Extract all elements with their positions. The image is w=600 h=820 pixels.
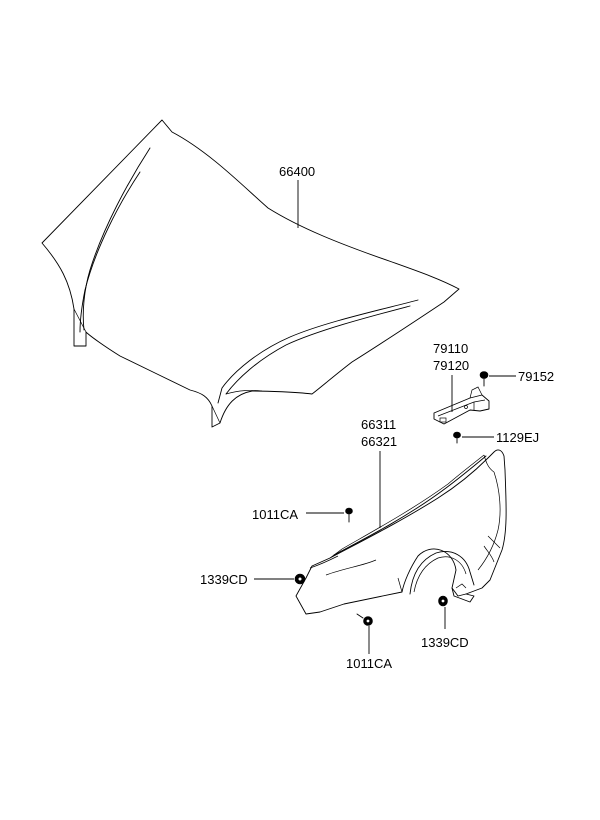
bolt-1011CA-lower[interactable]: [356, 613, 373, 626]
hood-hinge[interactable]: [433, 386, 490, 425]
nut-1339CD-rear[interactable]: [438, 595, 448, 607]
label-1339CD-front[interactable]: 1339CD: [200, 572, 248, 587]
label-79110[interactable]: 79110: [433, 341, 468, 356]
hinge-screw-1129EJ[interactable]: [453, 431, 461, 444]
label-79120[interactable]: 79120: [433, 358, 469, 373]
hood-panel[interactable]: [41, 119, 460, 428]
label-66321[interactable]: 66321: [361, 434, 397, 449]
label-79152[interactable]: 79152: [518, 369, 554, 384]
label-1129EJ[interactable]: 1129EJ: [496, 430, 539, 445]
label-66400[interactable]: 66400: [279, 164, 315, 179]
front-fender[interactable]: [295, 449, 507, 615]
bolt-1011CA-upper[interactable]: [345, 507, 353, 523]
hinge-bolt-79152[interactable]: [479, 371, 489, 387]
label-1339CD-rear[interactable]: 1339CD: [421, 635, 469, 650]
label-1011CA-upper[interactable]: 1011CA: [252, 507, 298, 522]
label-66311[interactable]: 66311: [361, 417, 396, 432]
nut-1339CD-front[interactable]: [294, 573, 306, 585]
label-1011CA-lower[interactable]: 1011CA: [346, 656, 392, 671]
